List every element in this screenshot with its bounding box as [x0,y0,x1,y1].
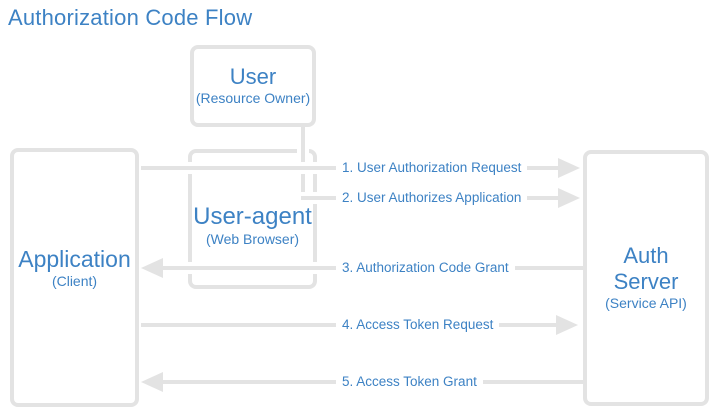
application-box-name: Application [18,245,131,272]
application-box: Application (Client) [10,148,139,407]
flow-label-5: 5. Access Token Grant [336,372,483,392]
flow-label-2: 2. User Authorizes Application [336,188,528,208]
user-connector-line [301,127,305,200]
auth-server-box-name: Auth Server [613,243,679,294]
user-agent-box: User-agent (Web Browser) [188,149,317,289]
flow-4-arrowhead-right-icon [556,315,578,335]
flow-1-arrowhead-right-icon [558,158,580,178]
flow-5-arrowhead-left-icon [141,372,163,392]
flow-2-arrowhead-right-icon [558,188,580,208]
user-agent-box-name: User-agent [193,202,312,230]
flow-label-3: 3. Authorization Code Grant [336,258,515,278]
flow-label-4: 4. Access Token Request [336,315,500,335]
auth-server-box-subtitle: (Service API) [605,294,687,311]
flow-3-arrowhead-left-icon [141,258,163,278]
user-box-subtitle: (Resource Owner) [195,90,311,107]
diagram-title: Authorization Code Flow [8,5,253,30]
user-agent-box-subtitle: (Web Browser) [205,231,300,248]
user-box: User (Resource Owner) [190,45,316,127]
auth-server-box: Auth Server (Service API) [583,150,709,406]
application-box-subtitle: (Client) [51,273,98,290]
user-box-name: User [229,63,277,89]
flow-label-1: 1. User Authorization Request [336,158,528,178]
